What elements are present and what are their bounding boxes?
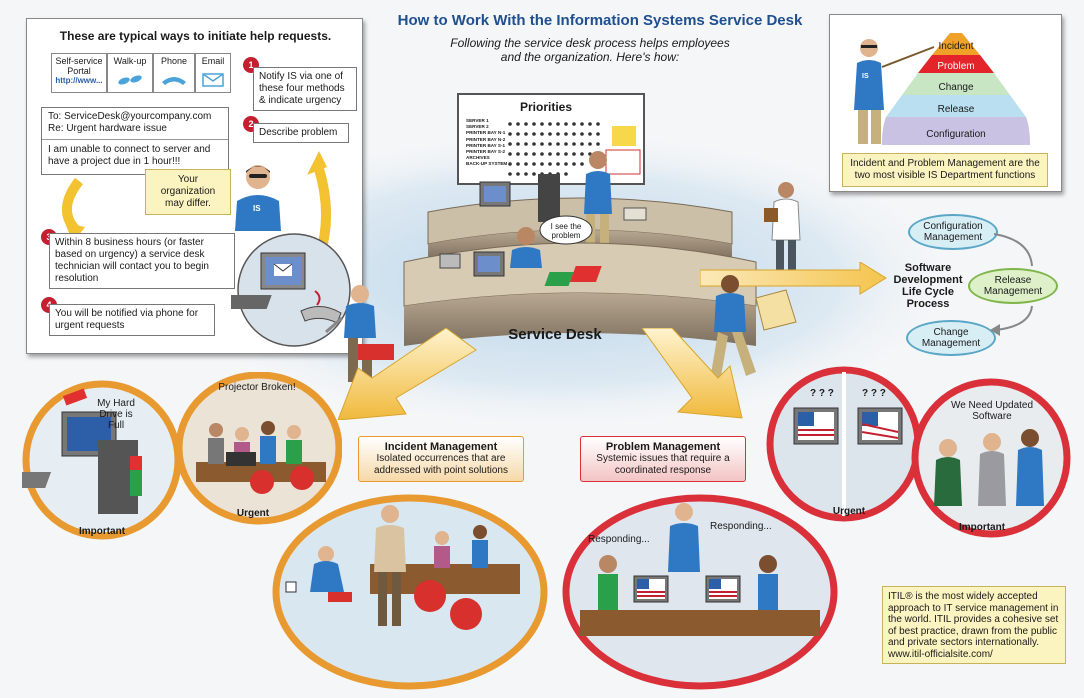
layer-release: Release: [937, 104, 975, 115]
incident-management-box: Incident Management Isolated occurrences…: [358, 436, 524, 482]
panel-heading: These are typical ways to initiate help …: [59, 29, 332, 43]
presenter-badge: IS: [862, 73, 869, 80]
priority-dots: [508, 122, 600, 176]
step-3-text: Within 8 business hours (or faster based…: [49, 233, 235, 289]
sdlc-release: Release Management: [968, 268, 1058, 304]
computer-phone-vignette: [231, 233, 351, 347]
scientist-figure: [764, 182, 801, 270]
board-rows: SERVER 1 SERVER 2 PRINTER BAY N-1 PRINTE…: [466, 118, 508, 167]
technician-figure: IS: [235, 165, 281, 231]
hard-drive-caption: My Hard Drive is Full: [97, 398, 135, 431]
speech-bubble: I see the problem: [550, 222, 582, 240]
method-phone: Phone: [153, 53, 195, 93]
page-subtitle: Following the service desk process helps…: [450, 36, 730, 64]
arrow-to-incident: [337, 328, 477, 420]
important-tag-1: Important: [78, 526, 126, 537]
itil-note: ITIL® is the most widely accepted approa…: [882, 586, 1066, 664]
problem-management-box: Problem Management Systemic issues that …: [580, 436, 746, 482]
layer-change: Change: [938, 82, 974, 93]
itil-pyramid: IS: [854, 33, 1030, 145]
board-title: Priorities: [520, 100, 573, 114]
important-tag-2: Important: [958, 522, 1006, 533]
method-self-service: Self-service Portal http://www...: [51, 53, 107, 93]
help-requests-panel: These are typical ways to initiate help …: [26, 18, 363, 354]
step-2-text: Describe problem: [253, 123, 349, 143]
flag-question-1: ? ? ?: [810, 388, 834, 399]
incident-projector-scene: [176, 372, 342, 525]
step-4-text: You will be notified via phone for urgen…: [49, 304, 215, 336]
email-example: To: ServiceDesk@yourcompany.com Re: Urge…: [41, 107, 229, 175]
is-badge: IS: [253, 204, 261, 213]
flag-question-2: ? ? ?: [862, 388, 886, 399]
layer-incident: Incident: [938, 41, 974, 52]
responding-right: Responding...: [710, 521, 772, 532]
responding-left: Responding...: [588, 534, 650, 545]
page-title: How to Work With the Information Systems…: [397, 12, 803, 29]
problem-flag-scene: [766, 366, 922, 522]
walking-technician: [710, 275, 797, 382]
method-email: Email: [195, 53, 231, 93]
arrow-to-problem: [641, 328, 743, 419]
step-1-text: Notify IS via one of these four methods …: [253, 67, 357, 111]
pyramid-caption: Incident and Problem Management are the …: [842, 153, 1048, 187]
urgent-tag-2: Urgent: [832, 506, 866, 517]
method-walk-up: Walk-up: [107, 53, 153, 93]
problem-team-scene: [562, 494, 838, 690]
layer-problem: Problem: [937, 61, 975, 72]
sdlc-cycle-arrows: [990, 233, 1033, 336]
sdlc-change: Change Management: [906, 320, 996, 356]
itil-pyramid-panel: IS Incident Problem Change Release Confi…: [829, 14, 1062, 192]
envelope-icon: [202, 73, 224, 87]
incident-team-scene: [272, 494, 548, 690]
urgent-tag-1: Urgent: [236, 508, 270, 519]
sdlc-configuration: Configuration Management: [908, 214, 998, 250]
sdlc-title: Software Development Life Cycle Process: [893, 262, 963, 310]
projector-caption: Projector Broken!: [218, 382, 296, 393]
phone-icon: [162, 77, 186, 85]
service-desk-label: Service Desk: [508, 326, 602, 343]
problem-description: Systemic issues that require a coordinat…: [596, 453, 730, 476]
layer-configuration: Configuration: [926, 129, 986, 140]
organization-note: Your organization may differ.: [145, 169, 231, 215]
repair-technician: [325, 285, 394, 384]
footprints-icon: [118, 75, 142, 85]
software-caption: We Need Updated Software: [950, 400, 1034, 422]
problem-software-scene: [911, 378, 1071, 538]
incident-description: Isolated occurrences that are addressed …: [374, 453, 508, 476]
problem-title: Problem Management: [605, 441, 721, 453]
incident-title: Incident Management: [384, 441, 498, 453]
